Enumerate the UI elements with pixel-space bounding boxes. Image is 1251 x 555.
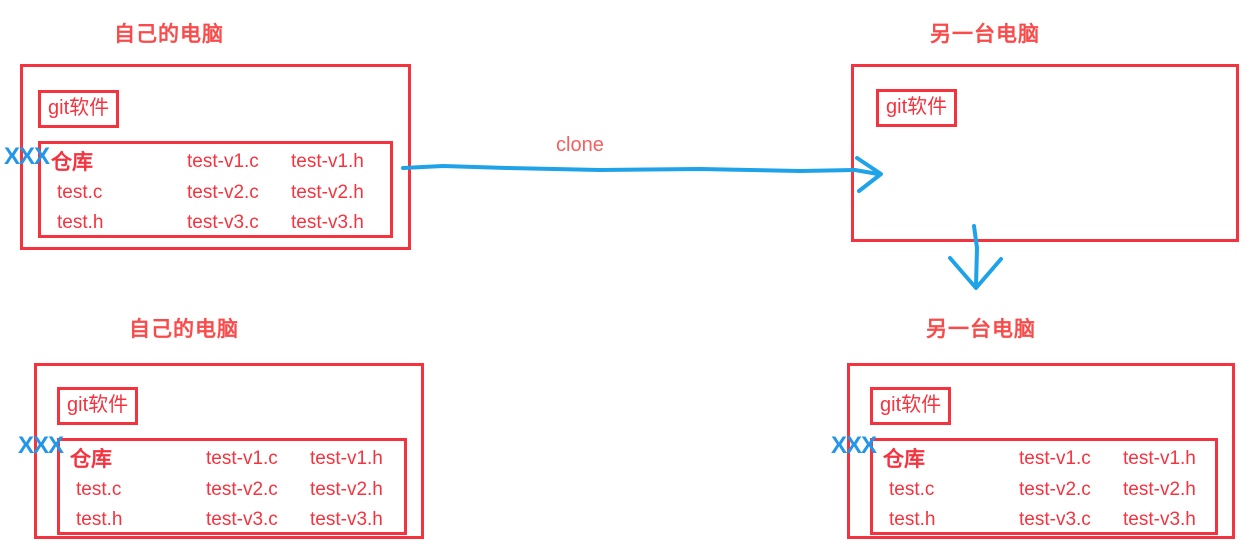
git-software-label-bottom-right: git软件 bbox=[870, 387, 952, 425]
xxx-marker-bottom-right: XXX bbox=[831, 432, 877, 459]
git-software-label-top-right: git软件 bbox=[876, 89, 958, 127]
panel-title-top-right: 另一台电脑 bbox=[930, 23, 1040, 46]
file-name: test.c bbox=[76, 479, 122, 500]
xxx-marker-top-left: XXX bbox=[4, 143, 50, 170]
repository-name: 仓库 bbox=[51, 151, 93, 174]
file-name: test.h bbox=[889, 509, 936, 530]
repository-name: 仓库 bbox=[883, 448, 925, 471]
file-name: test.c bbox=[889, 479, 935, 500]
file-name: test-v2.h bbox=[310, 479, 383, 500]
file-name: test-v2.h bbox=[1123, 479, 1196, 500]
panel-title-top-left: 自己的电脑 bbox=[114, 23, 224, 46]
file-name: test-v1.h bbox=[1123, 448, 1196, 469]
file-name: test-v3.h bbox=[291, 212, 364, 233]
file-name: test-v2.c bbox=[206, 479, 278, 500]
file-name: test-v3.c bbox=[187, 212, 259, 233]
file-name: test-v1.c bbox=[206, 448, 278, 469]
file-grid-bottom-right: 仓库 test.c test.h test-v1.c test-v2.c tes… bbox=[873, 441, 1215, 532]
clone-arrow-icon bbox=[401, 156, 883, 193]
file-name: test-v3.c bbox=[1019, 509, 1091, 530]
panel-title-bottom-left: 自己的电脑 bbox=[129, 318, 239, 341]
file-name: test-v3.h bbox=[310, 509, 383, 530]
file-name: test-v3.h bbox=[1123, 509, 1196, 530]
xxx-marker-bottom-left: XXX bbox=[18, 432, 64, 459]
repository-box-top-left: 仓库 test.c test.h test-v1.c test-v2.c tes… bbox=[38, 141, 393, 238]
computer-box-bottom-right: git软件 仓库 test.c test.h test-v1.c test-v2… bbox=[847, 363, 1235, 539]
repository-box-bottom-right: 仓库 test.c test.h test-v1.c test-v2.c tes… bbox=[870, 438, 1218, 535]
git-software-label-top-left: git软件 bbox=[38, 90, 120, 128]
file-name: test-v2.c bbox=[1019, 479, 1091, 500]
file-name: test.h bbox=[57, 212, 104, 233]
file-grid-top-left: 仓库 test.c test.h test-v1.c test-v2.c tes… bbox=[41, 144, 390, 235]
file-name: test-v1.c bbox=[1019, 448, 1091, 469]
file-name: test-v1.c bbox=[187, 151, 259, 172]
file-name: test.c bbox=[57, 182, 103, 203]
file-name: test.h bbox=[76, 509, 123, 530]
file-name: test-v2.c bbox=[187, 182, 259, 203]
panel-title-bottom-right: 另一台电脑 bbox=[926, 318, 1036, 341]
computer-box-top-right: git软件 bbox=[851, 64, 1239, 242]
file-name: test-v1.h bbox=[310, 448, 383, 469]
computer-box-top-left: git软件 仓库 test.c test.h test-v1.c test-v2… bbox=[20, 64, 411, 250]
repository-name: 仓库 bbox=[70, 448, 112, 471]
file-name: test-v3.c bbox=[206, 509, 278, 530]
computer-box-bottom-left: git软件 仓库 test.c test.h test-v1.c test-v2… bbox=[34, 363, 424, 539]
clone-arrow-label: clone bbox=[556, 134, 604, 156]
repository-box-bottom-left: 仓库 test.c test.h test-v1.c test-v2.c tes… bbox=[57, 438, 407, 535]
git-software-label-bottom-left: git软件 bbox=[57, 387, 139, 425]
file-name: test-v2.h bbox=[291, 182, 364, 203]
file-grid-bottom-left: 仓库 test.c test.h test-v1.c test-v2.c tes… bbox=[60, 441, 404, 532]
file-name: test-v1.h bbox=[291, 151, 364, 172]
